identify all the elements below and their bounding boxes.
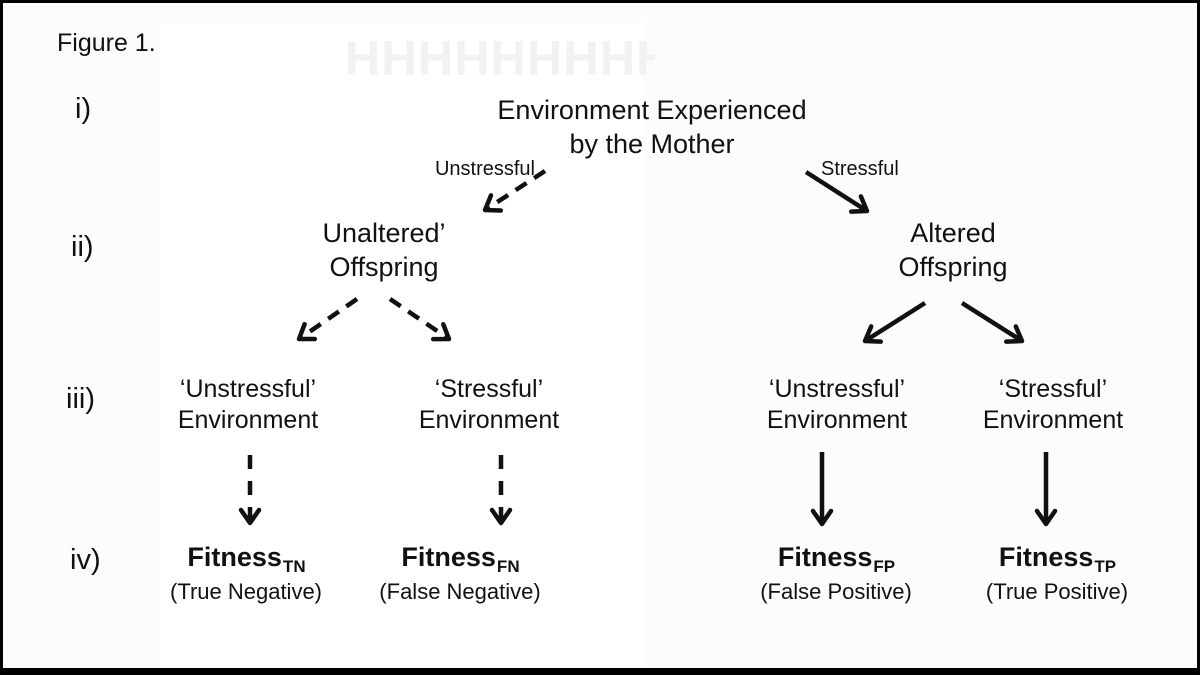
fitness-tp-note: (True Positive): [985, 579, 1129, 604]
figure-panel: HHHHHHHHH Figure 1. i) ii) iii) iv) Envi…: [3, 3, 1197, 668]
root-node-line2: by the Mother: [569, 129, 735, 159]
branch-label-unstressful: Unstressful: [434, 158, 535, 180]
fitness-tp-name: Fitness: [998, 542, 1094, 572]
arrow-unaltered-to-unstressful-env: [296, 297, 359, 342]
arrow-unaltered-to-stressful-env: [388, 297, 452, 342]
branch-label-stressful: Stressful: [821, 158, 899, 180]
row-label-ii: ii): [71, 231, 94, 263]
fitness-fp-subscript: FP: [873, 557, 896, 576]
env-node-tp-line2: Environment: [982, 406, 1124, 434]
fitness-fn-node: FitnessFN (False Negative): [379, 542, 540, 605]
env-node-tp: ‘Stressful’ Environment: [983, 374, 1123, 436]
env-node-fn-line1: ‘Stressful’: [434, 375, 544, 403]
env-node-tn-line1: ‘Unstressful’: [179, 375, 317, 403]
fitness-tn-name: Fitness: [187, 542, 282, 572]
fitness-tp-node: FitnessTP (True Positive): [986, 542, 1128, 605]
altered-offspring-line1: Altered: [910, 218, 996, 248]
arrow-altered-to-unstressful-env: [862, 301, 927, 344]
fitness-tn-subscript: TN: [282, 557, 306, 576]
fitness-fp-name: Fitness: [777, 542, 873, 572]
fitness-fn-subscript: FN: [496, 557, 520, 576]
watermark-artifact: HHHHHHHHH: [345, 32, 655, 86]
fitness-fn-label: FitnessFN: [379, 542, 540, 576]
diagram-edges: [238, 169, 1058, 527]
arrow-root-to-altered: [804, 170, 870, 214]
env-node-tn-line2: Environment: [177, 406, 319, 434]
fitness-tp-label: FitnessTP: [986, 542, 1128, 576]
env-node-fp-line2: Environment: [766, 406, 908, 434]
fitness-fn-name: Fitness: [401, 542, 496, 572]
altered-offspring-node: Altered Offspring: [898, 216, 1007, 284]
env-node-fn-line2: Environment: [418, 406, 560, 434]
fitness-fp-node: FitnessFP (False Positive): [760, 542, 912, 605]
fitness-tp-subscript: TP: [1094, 557, 1117, 576]
env-node-tn: ‘Unstressful’ Environment: [178, 374, 318, 436]
background-patch: [160, 23, 643, 665]
fitness-tn-label: FitnessTN: [170, 542, 322, 576]
root-node-line1: Environment Experienced: [497, 95, 807, 125]
fitness-fp-label: FitnessFP: [760, 542, 912, 576]
env-node-fn: ‘Stressful’ Environment: [419, 374, 559, 436]
arrow-root-to-unaltered: [482, 169, 547, 213]
row-label-i: i): [75, 93, 92, 125]
fitness-tn-note: (True Negative): [169, 579, 323, 604]
unaltered-offspring-node: Unaltered’ Offspring: [322, 216, 445, 284]
env-node-fp: ‘Unstressful’ Environment: [767, 374, 907, 436]
unaltered-offspring-line1: Unaltered’: [322, 218, 446, 248]
altered-offspring-line2: Offspring: [898, 252, 1008, 282]
env-node-fp-line1: ‘Unstressful’: [768, 375, 906, 403]
env-node-tp-line1: ‘Stressful’: [998, 375, 1108, 403]
root-node: Environment Experienced by the Mother: [497, 93, 806, 161]
arrow-altered-to-stressful-env: [960, 301, 1025, 344]
row-label-iii: iii): [66, 383, 95, 415]
row-label-iv: iv): [70, 544, 101, 576]
figure-label: Figure 1.: [57, 29, 156, 57]
unaltered-offspring-line2: Offspring: [329, 252, 439, 282]
fitness-fp-note: (False Positive): [760, 579, 912, 604]
fitness-tn-node: FitnessTN (True Negative): [170, 542, 322, 605]
fitness-fn-note: (False Negative): [379, 579, 541, 604]
